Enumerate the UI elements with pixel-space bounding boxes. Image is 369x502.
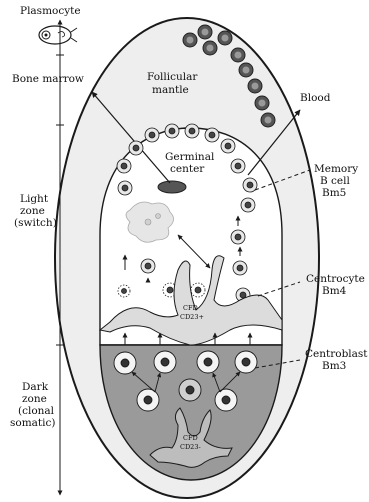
label-memory-3: Bm5: [322, 187, 346, 199]
label-centroblast-1: Centroblast: [305, 348, 368, 360]
label-dark-4: somatic): [10, 417, 55, 429]
label-light-1: Light: [20, 193, 49, 205]
label-memory-2: B cell: [320, 175, 351, 187]
label-follicular-1: Follicular: [147, 71, 198, 83]
label-light-2: zone: [20, 205, 45, 217]
label-dark-1: Dark: [22, 381, 49, 393]
label-follicular-2: mantle: [152, 84, 189, 96]
label-germinal-2: center: [170, 163, 205, 175]
label-cfd-top-2: CD23+: [180, 313, 204, 321]
label-cfd-bottom-2: CD23-: [180, 443, 201, 451]
label-dark-3: (clonal: [18, 405, 55, 417]
germinal-center-cell: [158, 181, 186, 193]
label-plasmocyte: Plasmocyte: [20, 5, 81, 17]
label-memory-1: Memory: [314, 163, 358, 175]
label-cfd-top-1: CFD: [183, 304, 198, 312]
label-bone-marrow: Bone marrow: [12, 73, 84, 85]
label-dark-2: zone: [22, 393, 47, 405]
label-cfd-bottom-1: CFD: [183, 434, 198, 442]
label-centrocyte-2: Bm4: [322, 285, 347, 297]
label-centrocyte-1: Centrocyte: [306, 273, 365, 285]
label-light-3: (switch): [14, 217, 57, 229]
label-centroblast-2: Bm3: [322, 360, 346, 372]
label-germinal-1: Germinal: [165, 151, 215, 163]
label-blood: Blood: [300, 92, 331, 104]
plasmocyte-icon: [39, 26, 77, 44]
